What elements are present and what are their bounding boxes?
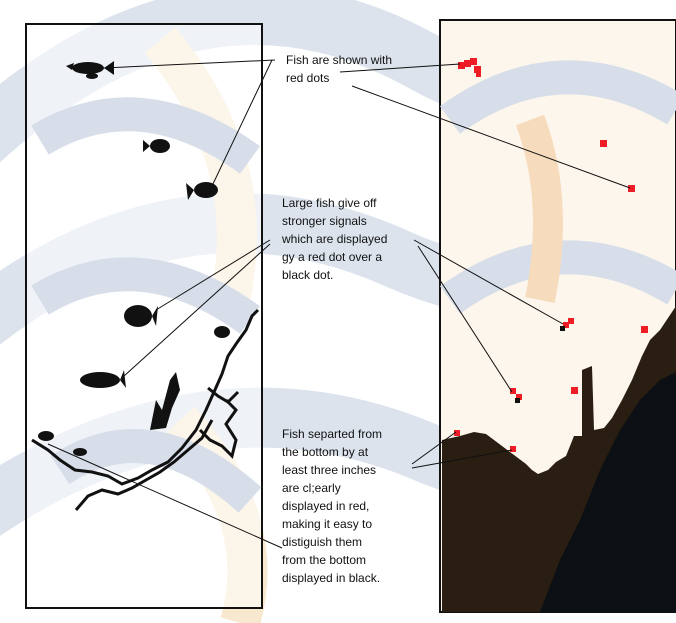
caption-line: which are displayed <box>281 232 387 246</box>
fish-silhouette-icon <box>143 139 170 153</box>
caption-line: gy a red dot over a <box>282 250 382 264</box>
caption-line: red dots <box>286 71 329 85</box>
leader-lines <box>47 59 631 549</box>
caption-line: least three inches <box>282 463 376 477</box>
caption-line: black dot. <box>282 268 333 282</box>
fish-silhouette-icon <box>80 370 126 388</box>
large-fish-black-dots <box>515 326 565 403</box>
caption-line: making it easy to <box>282 517 372 531</box>
left-panel <box>25 23 263 609</box>
caption-line: from the bottom <box>282 553 366 567</box>
fish-silhouette-icon <box>38 326 230 456</box>
caption-line: the bottom by at <box>282 445 369 459</box>
fish-silhouette-icon <box>66 61 114 79</box>
caption-line: distiguish them <box>282 535 362 549</box>
right-panel <box>439 19 676 613</box>
separated-fish-caption: Fish separted from the bottom by at leas… <box>282 427 385 585</box>
caption-line: displayed in red, <box>282 499 369 513</box>
bottom-structure <box>31 308 260 511</box>
weed-silhouette <box>150 372 180 430</box>
bottom-echo-black <box>540 372 676 612</box>
caption-line: Large fish give off <box>282 196 377 210</box>
large-fish-caption: Large fish give off stronger signals whi… <box>281 196 391 282</box>
caption-line: stronger signals <box>282 214 367 228</box>
fish-dots <box>454 58 648 452</box>
caption-line: Fish are shown with <box>286 53 392 67</box>
caption-line: displayed in black. <box>282 571 380 585</box>
caption-line: Fish separted from <box>282 427 382 441</box>
fish-silhouette-icon <box>124 305 158 327</box>
caption-line: are cl;early <box>282 481 341 495</box>
fish-dots-caption: Fish are shown with red dots <box>286 53 395 85</box>
